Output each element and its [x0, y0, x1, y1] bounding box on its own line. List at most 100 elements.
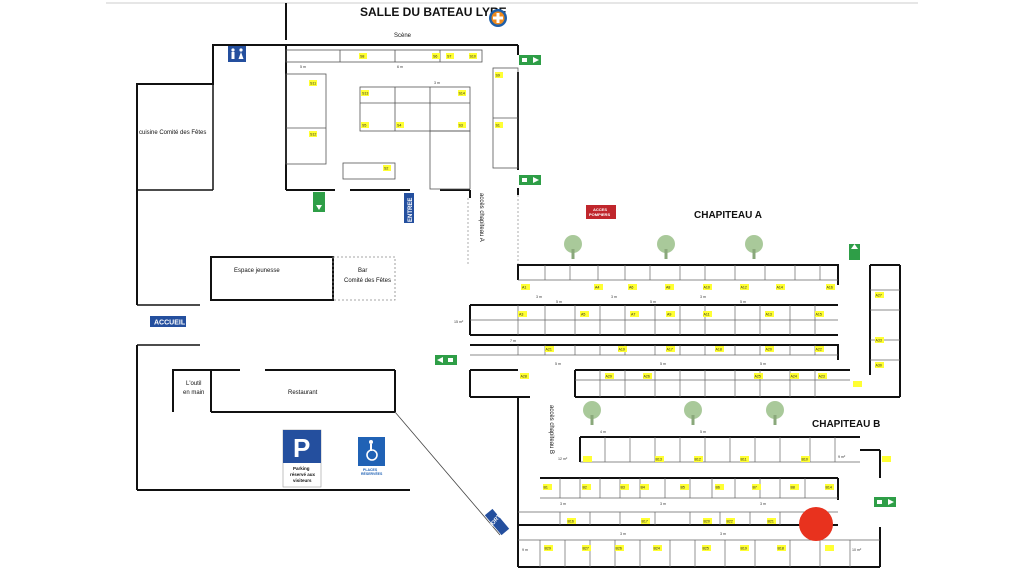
svg-text:PLACES: PLACES: [363, 468, 378, 472]
outil-sublabel: en main: [183, 390, 204, 396]
svg-text:B27: B27: [583, 547, 589, 551]
svg-text:S9: S9: [496, 74, 500, 78]
outil-label: L'outil: [186, 381, 202, 387]
svg-text:A26: A26: [644, 375, 650, 379]
svg-text:B19: B19: [741, 547, 747, 551]
svg-text:A5: A5: [581, 313, 585, 317]
svg-text:B25: B25: [703, 547, 709, 551]
bar-sublabel: Comité des Fêtes: [344, 278, 391, 284]
svg-text:3 m: 3 m: [620, 532, 626, 536]
emergency-exit-icon: [519, 55, 541, 65]
svg-text:Parking: Parking: [293, 466, 310, 471]
svg-text:B12: B12: [695, 458, 701, 462]
svg-text:B20: B20: [704, 520, 710, 524]
svg-text:B24: B24: [654, 547, 660, 551]
emergency-exit-icon: [313, 192, 325, 212]
emergency-exit-icon: [519, 175, 541, 185]
svg-text:ACCUEIL: ACCUEIL: [154, 320, 186, 327]
svg-text:5 m: 5 m: [700, 430, 706, 434]
chapiteau-a-stall-tags: [518, 284, 884, 387]
parking-icon: P Parking réservé aux visiteurs: [282, 429, 322, 488]
svg-text:S2: S2: [384, 167, 388, 171]
svg-text:RÉSERVÉES: RÉSERVÉES: [361, 471, 383, 476]
svg-text:S3: S3: [459, 124, 463, 128]
svg-text:B4: B4: [641, 486, 645, 490]
svg-text:S13: S13: [362, 92, 368, 96]
svg-text:B26: B26: [616, 547, 622, 551]
svg-text:A11: A11: [704, 313, 710, 317]
svg-text:S1: S1: [496, 124, 500, 128]
svg-text:4 m: 4 m: [600, 430, 606, 434]
svg-text:5 m: 5 m: [556, 300, 562, 304]
svg-text:A21: A21: [546, 348, 552, 352]
svg-text:A18: A18: [716, 348, 722, 352]
exit-sign[interactable]: SORTIE: [484, 508, 510, 536]
svg-text:A33: A33: [876, 339, 882, 343]
svg-text:A22: A22: [816, 348, 822, 352]
svg-text:réservé aux: réservé aux: [290, 472, 316, 477]
svg-text:S8: S8: [360, 55, 364, 59]
svg-text:S7: S7: [447, 55, 451, 59]
svg-text:5 m: 5 m: [740, 300, 746, 304]
fire-access-sign: ACCES POMPIERS: [586, 205, 616, 219]
svg-text:S6: S6: [433, 55, 437, 59]
svg-text:A8: A8: [666, 286, 670, 290]
svg-text:6 m: 6 m: [397, 65, 403, 69]
svg-text:10 m²: 10 m²: [852, 548, 862, 552]
svg-text:5 m: 5 m: [650, 300, 656, 304]
tree-icon: [745, 235, 763, 259]
entrance-sign[interactable]: ENTREE: [404, 193, 414, 223]
svg-text:S12: S12: [310, 133, 316, 137]
tree-icon: [564, 235, 582, 259]
svg-text:B13: B13: [656, 458, 662, 462]
accueil-sign[interactable]: ACCUEIL: [150, 316, 186, 327]
svg-text:S11: S11: [310, 82, 316, 86]
svg-text:9 m²: 9 m²: [838, 455, 846, 459]
svg-text:B29: B29: [545, 547, 551, 551]
location-marker-icon[interactable]: [799, 507, 833, 541]
chapiteau-a-walls: [469, 264, 901, 398]
chapiteau-a-title: CHAPITEAU A: [694, 210, 762, 221]
tree-icon: [766, 401, 784, 425]
svg-text:S4: S4: [397, 124, 401, 128]
svg-text:A20: A20: [766, 348, 772, 352]
svg-text:A28: A28: [521, 375, 527, 379]
svg-text:P: P: [293, 433, 310, 463]
restaurant-area: [172, 369, 396, 413]
hall-title: SALLE DU BATEAU LYRE: [360, 5, 507, 19]
espace-jeunesse-box: [210, 256, 334, 301]
svg-text:B10: B10: [802, 458, 808, 462]
access-chapiteau-b-label: accès chapiteau B: [548, 405, 554, 454]
svg-text:S14: S14: [459, 92, 465, 96]
svg-text:visiteurs: visiteurs: [293, 478, 312, 483]
svg-text:3 m: 3 m: [434, 81, 440, 85]
salle-stall-tags: [309, 53, 503, 171]
chapiteau-b-title: CHAPITEAU B: [812, 419, 880, 430]
svg-text:3 m: 3 m: [660, 502, 666, 506]
svg-text:B7: B7: [753, 486, 757, 490]
svg-text:7 m: 7 m: [510, 339, 516, 343]
emergency-exit-icon: [435, 355, 457, 365]
svg-text:A9: A9: [667, 313, 671, 317]
svg-text:A27: A27: [876, 294, 882, 298]
bar-label: Bar: [358, 268, 367, 274]
svg-text:B1: B1: [544, 486, 548, 490]
svg-text:B11: B11: [741, 458, 747, 462]
svg-text:3 m: 3 m: [760, 502, 766, 506]
svg-text:A19: A19: [619, 348, 625, 352]
emergency-exit-icon: [849, 244, 860, 260]
svg-text:A24: A24: [791, 375, 797, 379]
svg-text:B16: B16: [568, 520, 574, 524]
svg-text:B22: B22: [727, 520, 733, 524]
chapiteau-b-dividers: [518, 437, 880, 567]
svg-text:A13: A13: [766, 313, 772, 317]
chapiteau-b-stall-ids: B13 B12 B11 B10 B1 B2 B3 B4 B5 B6 B7 B8 …: [544, 458, 832, 551]
svg-text:9 m: 9 m: [522, 548, 528, 552]
svg-text:A17: A17: [667, 348, 673, 352]
tree-icon: [657, 235, 675, 259]
svg-text:ENTREE: ENTREE: [408, 198, 414, 222]
access-chapiteau-a-label: accès chapiteau A: [478, 193, 484, 242]
svg-text:A25: A25: [755, 375, 761, 379]
dimension-labels: 5 m 6 m 3 m 3 m 3 m 3 m 5 m 5 m 5 m 7 m …: [300, 65, 862, 552]
svg-text:5 m: 5 m: [660, 362, 666, 366]
